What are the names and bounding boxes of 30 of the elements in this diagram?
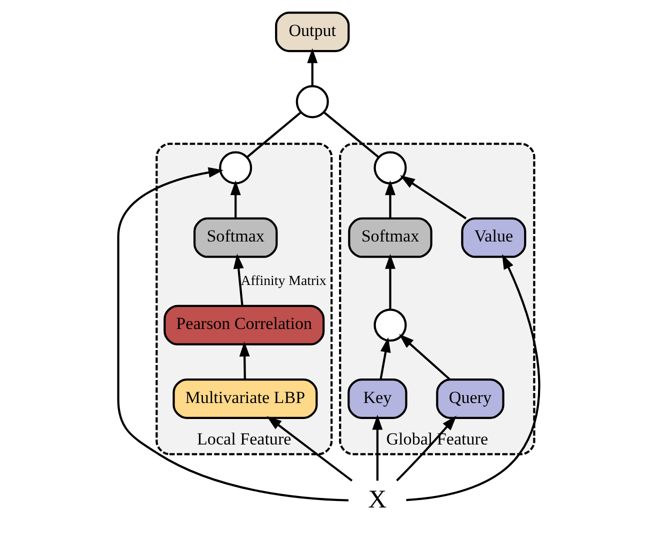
arrow [239, 342, 250, 380]
node-box: Softmax [193, 217, 278, 258]
node-circle [219, 151, 252, 184]
edge-label: Affinity Matrix [240, 273, 326, 288]
arrow [233, 254, 244, 306]
arrow [266, 416, 353, 482]
arrow [230, 180, 241, 218]
node-circle [374, 308, 407, 342]
arrow [400, 175, 467, 220]
connector [246, 112, 302, 158]
node-box: Value [461, 217, 526, 258]
arrow [384, 180, 396, 218]
node-circle [296, 85, 329, 118]
arrow [406, 254, 540, 502]
arrow [372, 414, 383, 481]
node-box: Output [275, 12, 350, 52]
node-text: X [368, 484, 387, 514]
arrow [307, 48, 318, 86]
arrow [117, 167, 348, 502]
arrow [384, 254, 396, 310]
arrow [398, 334, 450, 380]
node-box: Pearson Correlation [164, 304, 325, 346]
node-circle [374, 151, 407, 184]
arrow [380, 337, 391, 380]
node-box: Multivariate LBP [172, 378, 318, 419]
node-box: Key [348, 378, 408, 419]
node-box: Query [436, 378, 504, 419]
arrow [396, 416, 457, 482]
connector [323, 111, 380, 158]
node-box: Softmax [348, 217, 432, 258]
